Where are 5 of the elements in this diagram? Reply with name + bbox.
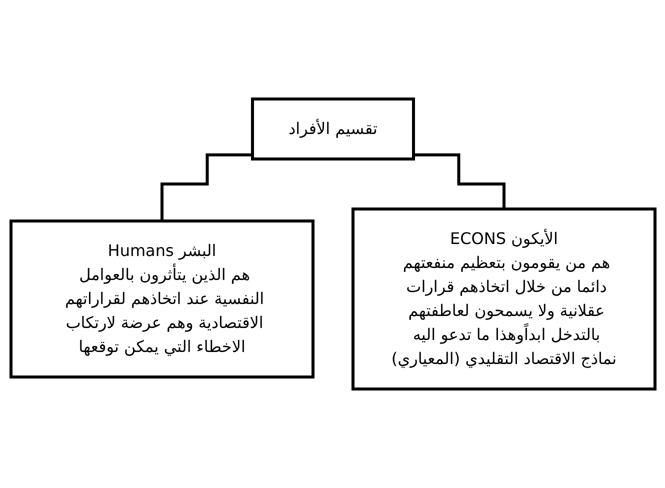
node-box: الأيكون ECONS هم من يقومون بتعظيم منفعتهم دائما من خلال اتخاذهم قرارات عقلانية ولا يسمحون لعاطفتهم بالتدخل ابداًوهذا ما تدعو اليه نماذج الاقتصاد التقليدي (المعياري) bbox=[351, 208, 656, 390]
connector bbox=[160, 153, 252, 222]
node-box: تقسيم الأفراد bbox=[250, 98, 414, 160]
connector bbox=[413, 153, 505, 210]
node-box: البشر Humans هم الذين يتأثرون بالعوامل النفسية عند اتخاذهم لقراراتهم الاقتصادية وهم عرضة لارتكاب الاخطاء التي يمكن توقعها bbox=[9, 220, 314, 378]
